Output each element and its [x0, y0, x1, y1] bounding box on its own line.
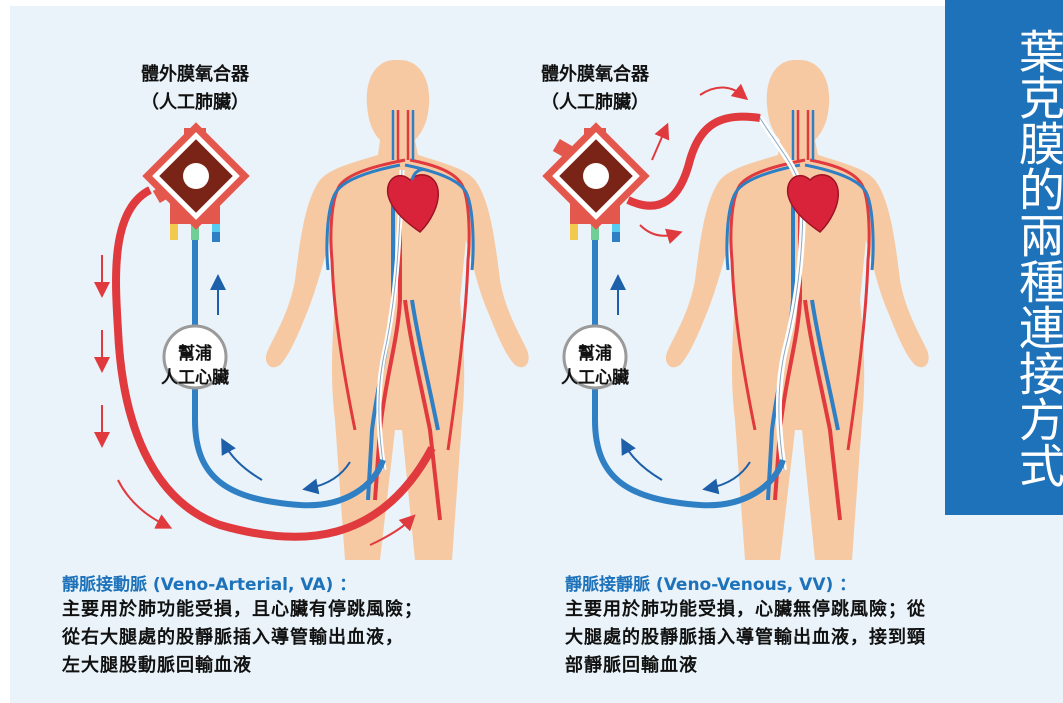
- left-caption-title: 靜脈接動脈 (Veno-Arterial, VA) ：: [62, 570, 356, 595]
- left-caption-line: 主要用於肺功能受損，且心臟有停跳風險；: [62, 596, 423, 624]
- right-caption-line: 部靜脈回輸血液: [565, 652, 698, 680]
- right-caption-line: 大腿處的股靜脈插入導管輸出血液，接到頸: [565, 624, 926, 652]
- page-title: 葉克膜的兩種連接方式: [945, 28, 1063, 488]
- left-oxygenator-label-line2: （人工肺臟）: [105, 90, 285, 116]
- right-pump-label-line2: 人工心臟: [545, 366, 645, 390]
- right-caption-line: 主要用於肺功能受損，心臟無停跳風險；從: [565, 596, 926, 624]
- left-pump-label-line2: 人工心臟: [145, 366, 245, 390]
- title-banner: 葉克膜的兩種連接方式: [945, 0, 1063, 515]
- right-caption-title: 靜脈接靜脈 (Veno-Venous, VV) ：: [565, 570, 856, 595]
- right-pump-label-line1: 幫浦: [545, 342, 645, 366]
- left-pump-label-line1: 幫浦: [145, 342, 245, 366]
- right-oxygenator-label-line2: （人工肺臟）: [505, 90, 685, 116]
- left-oxygenator: [142, 122, 249, 242]
- left-caption-line: 左大腿股動脈回輸血液: [62, 652, 252, 680]
- left-oxygenator-label-line1: 體外膜氧合器: [105, 62, 285, 88]
- left-caption-line: 從右大腿處的股靜脈插入導管輸出血液，: [62, 624, 404, 652]
- right-oxygenator: [542, 122, 649, 242]
- right-oxygenator-label-line1: 體外膜氧合器: [505, 62, 685, 88]
